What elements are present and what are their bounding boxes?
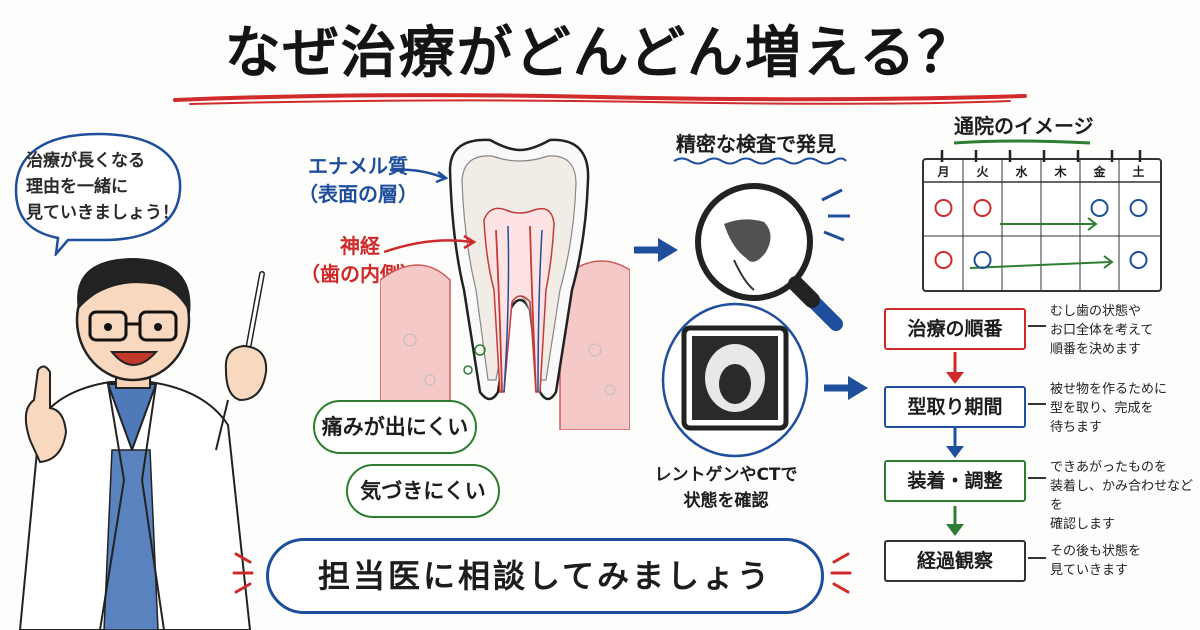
consult-accent-left-icon	[232, 552, 254, 594]
consult-accent-right-icon	[830, 552, 852, 594]
notice-bubble: 気づきにくい	[346, 464, 500, 518]
step-follow-up-desc: その後も状態を 見ていきます	[1050, 542, 1141, 580]
enamel-label: エナメル質 （表面の層）	[298, 152, 418, 208]
step-connector-dashes	[1028, 325, 1046, 559]
doctor-speech-bubble	[14, 132, 182, 256]
calendar-visit-mark	[973, 251, 992, 269]
desc-line: その後も状態を	[1050, 544, 1142, 559]
desc-line: 確認します	[1050, 517, 1116, 532]
label-arrows	[383, 168, 477, 254]
enamel-label-sub: （表面の層）	[298, 182, 418, 206]
desc-line: 装着し、かみ合わせなどを	[1050, 479, 1194, 513]
step-impression-period-label: 型取り期間	[907, 396, 1003, 418]
calendar-visit-mark	[1129, 199, 1148, 217]
arrow-to-magnifier-icon	[634, 238, 678, 262]
page-title: なぜ治療がどんどん増える？	[224, 21, 976, 86]
calendar-day-wed: 水	[1015, 165, 1028, 179]
xray-caption: レントゲンやCTで 状態を確認	[648, 462, 804, 514]
calendar-visit-mark	[1129, 251, 1148, 269]
desc-line: できあがったものを	[1050, 460, 1168, 475]
step-arrows	[946, 352, 964, 536]
tooth-cross-section-illustration	[380, 138, 630, 430]
xray-ct-illustration	[661, 302, 809, 458]
step-treatment-order-desc: むし歯の状態や お口全体を考えて 順番を決めます	[1050, 302, 1153, 359]
doctor-illustration	[18, 258, 268, 630]
step-follow-up-label: 経過観察	[916, 550, 993, 572]
desc-line: 被せ物を作るために	[1050, 382, 1168, 397]
step-impression-period-desc: 被せ物を作るために 型を取り、完成を 待ちます	[1050, 380, 1167, 437]
calendar-day-sat: 土	[1132, 165, 1145, 179]
desc-line: 順番を決めます	[1050, 342, 1142, 357]
calendar: 月 火 水 木 金 土	[922, 158, 1162, 292]
pain-bubble: 痛みが出にくい	[313, 400, 477, 454]
step-treatment-order-label: 治療の順番	[907, 318, 1003, 340]
calendar-title-underline	[953, 139, 1091, 145]
calendar-visit-mark	[973, 199, 992, 217]
enamel-label-title: エナメル質	[308, 154, 408, 178]
step-fitting-adjustment-label: 装着・調整	[907, 470, 1003, 492]
exam-heading-wavy-underline	[673, 157, 847, 165]
speech-line-1: 治療が長くなる	[26, 151, 145, 171]
step-treatment-order: 治療の順番	[884, 308, 1026, 350]
desc-line: むし歯の状態や	[1050, 304, 1142, 319]
magnifier-illustration	[695, 183, 850, 331]
step-follow-up: 経過観察	[884, 540, 1026, 582]
nerve-label-title: 神経	[340, 234, 380, 258]
calendar-day-thu: 木	[1054, 165, 1067, 179]
desc-line: 型を取り、完成を	[1050, 401, 1154, 416]
calendar-title: 通院のイメージ	[954, 114, 1094, 138]
desc-line: お口全体を考えて	[1050, 323, 1154, 338]
title-underline	[173, 93, 1027, 105]
calendar-day-mon: 月	[937, 165, 950, 179]
calendar-rings	[940, 150, 1142, 162]
speech-line-2: 理由を一緒に	[26, 177, 128, 197]
calendar-grid	[924, 160, 1160, 290]
step-fitting-adjustment: 装着・調整	[884, 460, 1026, 502]
doctor-speech-text: 治療が長くなる 理由を一緒に 見ていきましょう！	[26, 148, 186, 226]
desc-line: 待ちます	[1050, 420, 1103, 435]
desc-line: 見ていきます	[1050, 563, 1129, 578]
exam-heading: 精密な検査で発見	[676, 132, 836, 156]
speech-line-3: 見ていきましょう！	[26, 203, 179, 223]
nerve-label: 神経 （歯の内側）	[300, 232, 420, 288]
calendar-visit-mark	[1090, 199, 1109, 217]
xray-caption-line-2: 状態を確認	[683, 491, 769, 511]
consult-message: 担当医に相談してみましょう	[266, 538, 824, 614]
calendar-day-fri: 金	[1093, 165, 1106, 179]
arrow-to-steps-icon	[824, 376, 868, 400]
calendar-visit-mark	[934, 251, 953, 269]
step-fitting-adjustment-desc: できあがったものを 装着し、かみ合わせなどを 確認します	[1050, 458, 1200, 534]
step-impression-period: 型取り期間	[884, 386, 1026, 428]
calendar-visit-mark	[934, 199, 953, 217]
xray-caption-line-1: レントゲンやCTで	[654, 465, 798, 485]
calendar-day-tue: 火	[976, 165, 989, 179]
